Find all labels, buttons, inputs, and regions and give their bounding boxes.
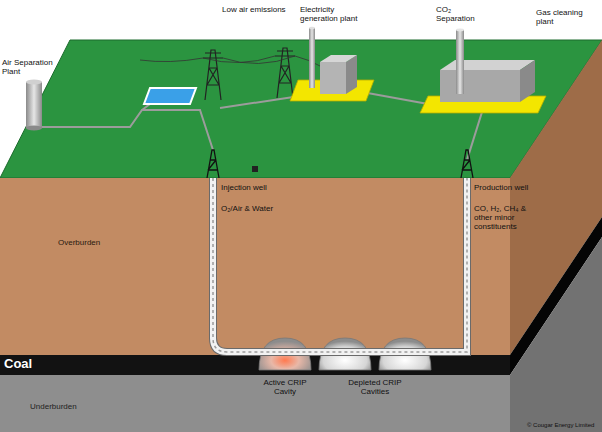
underburden-face bbox=[0, 375, 510, 432]
coal-face bbox=[0, 355, 510, 375]
power-plant-building bbox=[320, 62, 346, 94]
power-pylon bbox=[275, 48, 295, 98]
well-bore bbox=[213, 178, 467, 352]
production-wellhead bbox=[461, 150, 473, 178]
exhaust-stack bbox=[309, 28, 315, 88]
stratum-name: Overburden bbox=[58, 238, 100, 247]
exhaust-stack bbox=[309, 27, 315, 29]
stratum-name: Underburden bbox=[30, 402, 77, 411]
plant-label: CO₂ Separation bbox=[436, 5, 486, 23]
plant-label: Air Separation Plant bbox=[2, 58, 60, 76]
well-bore bbox=[213, 178, 467, 352]
plant-label: Electricity generation plant bbox=[300, 5, 366, 23]
flow-label: O₂/Air & Water bbox=[221, 204, 275, 213]
cavity-label: Depleted CRIP Cavities bbox=[338, 378, 412, 396]
surface-pipeline bbox=[42, 110, 213, 150]
overburden-face bbox=[0, 178, 510, 355]
ground-surface bbox=[0, 40, 602, 178]
water-pond bbox=[144, 88, 196, 104]
plant-label: Gas cleaning plant bbox=[536, 8, 598, 26]
cavity-label: Active CRIP Cavity bbox=[253, 378, 317, 396]
stratum-band: Underburden bbox=[0, 375, 510, 432]
well-bore-flow bbox=[213, 178, 467, 352]
underburden-side bbox=[510, 237, 602, 432]
well-label: Injection well bbox=[221, 183, 283, 192]
power-line bbox=[140, 56, 320, 66]
co2-stack bbox=[456, 30, 464, 94]
air-separation-tank bbox=[26, 126, 42, 131]
injection-wellhead bbox=[207, 150, 219, 178]
co2-stack bbox=[456, 29, 464, 32]
stratum-name: Coal bbox=[4, 357, 32, 372]
power-plant-building bbox=[320, 55, 357, 62]
valve-symbol bbox=[252, 166, 258, 172]
flow-label: CO, H₂, CH₄ & other minor constituents bbox=[474, 204, 532, 232]
stratum-band: Coal bbox=[0, 355, 510, 375]
gas-cleaning-building bbox=[440, 70, 520, 102]
air-separation-tank bbox=[26, 80, 42, 85]
gas-cleaning-building bbox=[440, 60, 535, 70]
watermark: © Cougar Energy Limited bbox=[527, 422, 594, 429]
note-label: Low air emissions bbox=[222, 5, 286, 14]
surface-pipeline bbox=[220, 96, 300, 108]
air-separation-tank bbox=[26, 82, 42, 128]
surface-pipeline bbox=[362, 92, 428, 104]
gas-cleaning-building bbox=[520, 60, 535, 102]
surface-pipeline bbox=[467, 112, 482, 160]
power-pylon bbox=[203, 50, 223, 100]
well-label: Production well bbox=[474, 183, 538, 192]
